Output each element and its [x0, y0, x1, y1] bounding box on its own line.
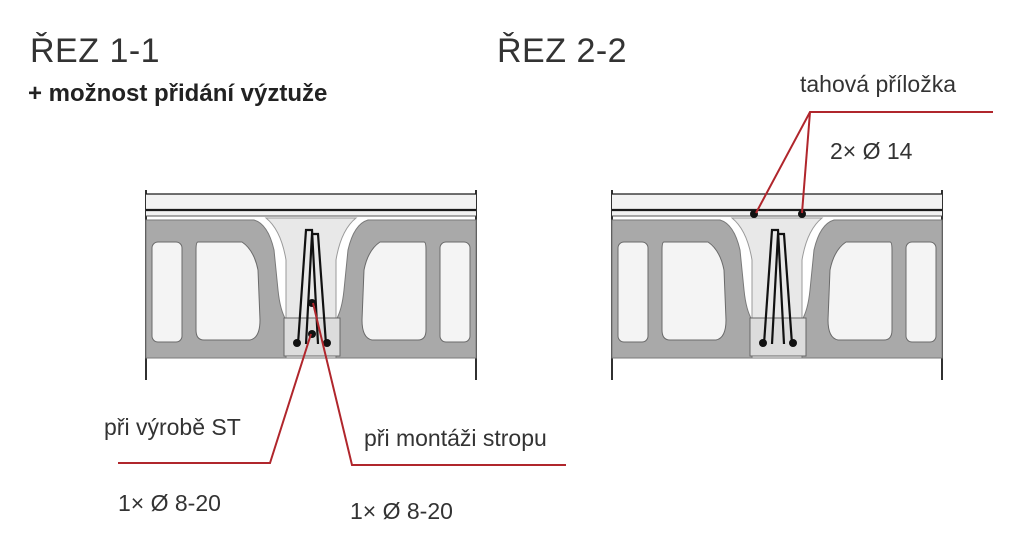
- rebar-assembly: [308, 299, 316, 307]
- label-assembly: při montáži stropu: [364, 425, 547, 451]
- leader-lines: [118, 111, 993, 466]
- leader-tension-2: [801, 111, 811, 214]
- section-1-drawing: [144, 188, 478, 382]
- label-production-value: 1× Ø 8-20: [118, 490, 221, 516]
- section-2-title: ŘEZ 2-2: [497, 32, 628, 70]
- label-production: při výrobě ST: [104, 414, 241, 440]
- leader-assembly: [312, 302, 566, 466]
- section-1-subtitle: + možnost přidání výztuže: [28, 80, 328, 107]
- tension-rebar-right: [798, 210, 806, 218]
- label-tension-strap-value: 2× Ø 14: [830, 138, 913, 164]
- label-tension-strap: tahová příložka: [800, 71, 956, 97]
- leader-production: [118, 333, 312, 464]
- label-assembly-value: 1× Ø 8-20: [350, 498, 453, 524]
- section-1-title: ŘEZ 1-1: [30, 32, 161, 70]
- section-2-drawing: [610, 188, 944, 382]
